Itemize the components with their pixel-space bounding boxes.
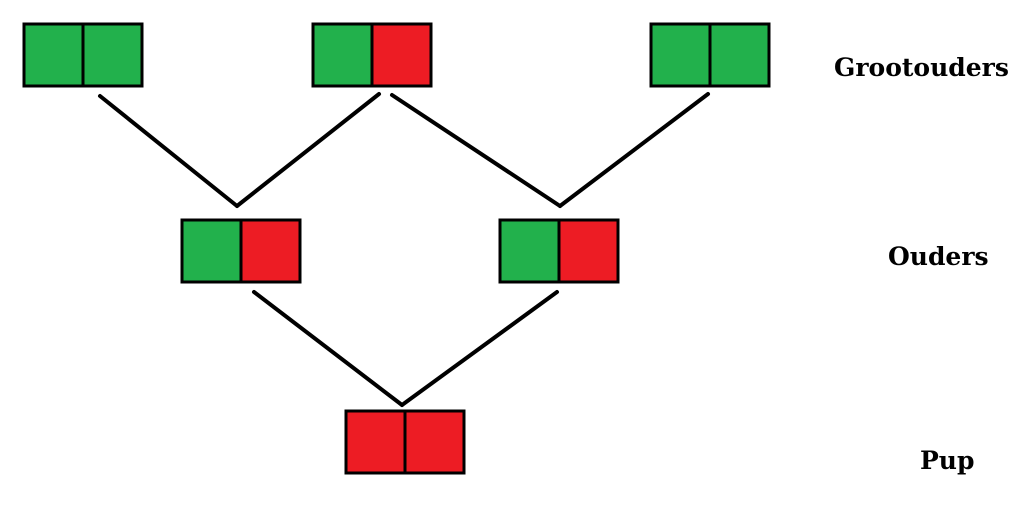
genotype-box-parent-2 — [498, 218, 620, 284]
connector-grandparent-1-to-parent-1 — [98, 94, 239, 208]
lineage-connectors — [98, 92, 710, 407]
allele-recessive-grandparent-2-2 — [370, 22, 433, 88]
allele-recessive-pup-1 — [344, 409, 407, 475]
allele-dominant-grandparent-1-2 — [81, 22, 144, 88]
genotype-box-grandparent-1 — [22, 22, 144, 88]
allele-dominant-grandparent-3-2 — [708, 22, 771, 88]
allele-dominant-grandparent-3-1 — [649, 22, 712, 88]
connector-parent-2-to-pup — [400, 290, 559, 407]
connector-parent-1-to-pup — [252, 290, 404, 407]
allele-dominant-parent-2-1 — [498, 218, 561, 284]
generation-label-pup: Pup — [920, 446, 975, 475]
allele-recessive-parent-2-2 — [557, 218, 620, 284]
genotype-box-parent-1 — [180, 218, 302, 284]
genotype-box-grandparent-2 — [311, 22, 433, 88]
allele-recessive-pup-2 — [403, 409, 466, 475]
genotype-box-grandparent-3 — [649, 22, 771, 88]
connector-grandparent-3-to-parent-2 — [558, 92, 710, 208]
allele-dominant-parent-1-1 — [180, 218, 243, 284]
allele-dominant-grandparent-1-1 — [22, 22, 85, 88]
genotype-box-pup — [344, 409, 466, 475]
connector-grandparent-2-to-parent-2 — [390, 93, 562, 208]
connector-grandparent-2-to-parent-1 — [235, 92, 381, 208]
allele-recessive-parent-1-2 — [239, 218, 302, 284]
allele-dominant-grandparent-2-1 — [311, 22, 374, 88]
genotype-boxes — [22, 22, 771, 475]
generation-label-grandparents: Grootouders — [834, 53, 1009, 82]
generation-label-parents: Ouders — [888, 242, 989, 271]
